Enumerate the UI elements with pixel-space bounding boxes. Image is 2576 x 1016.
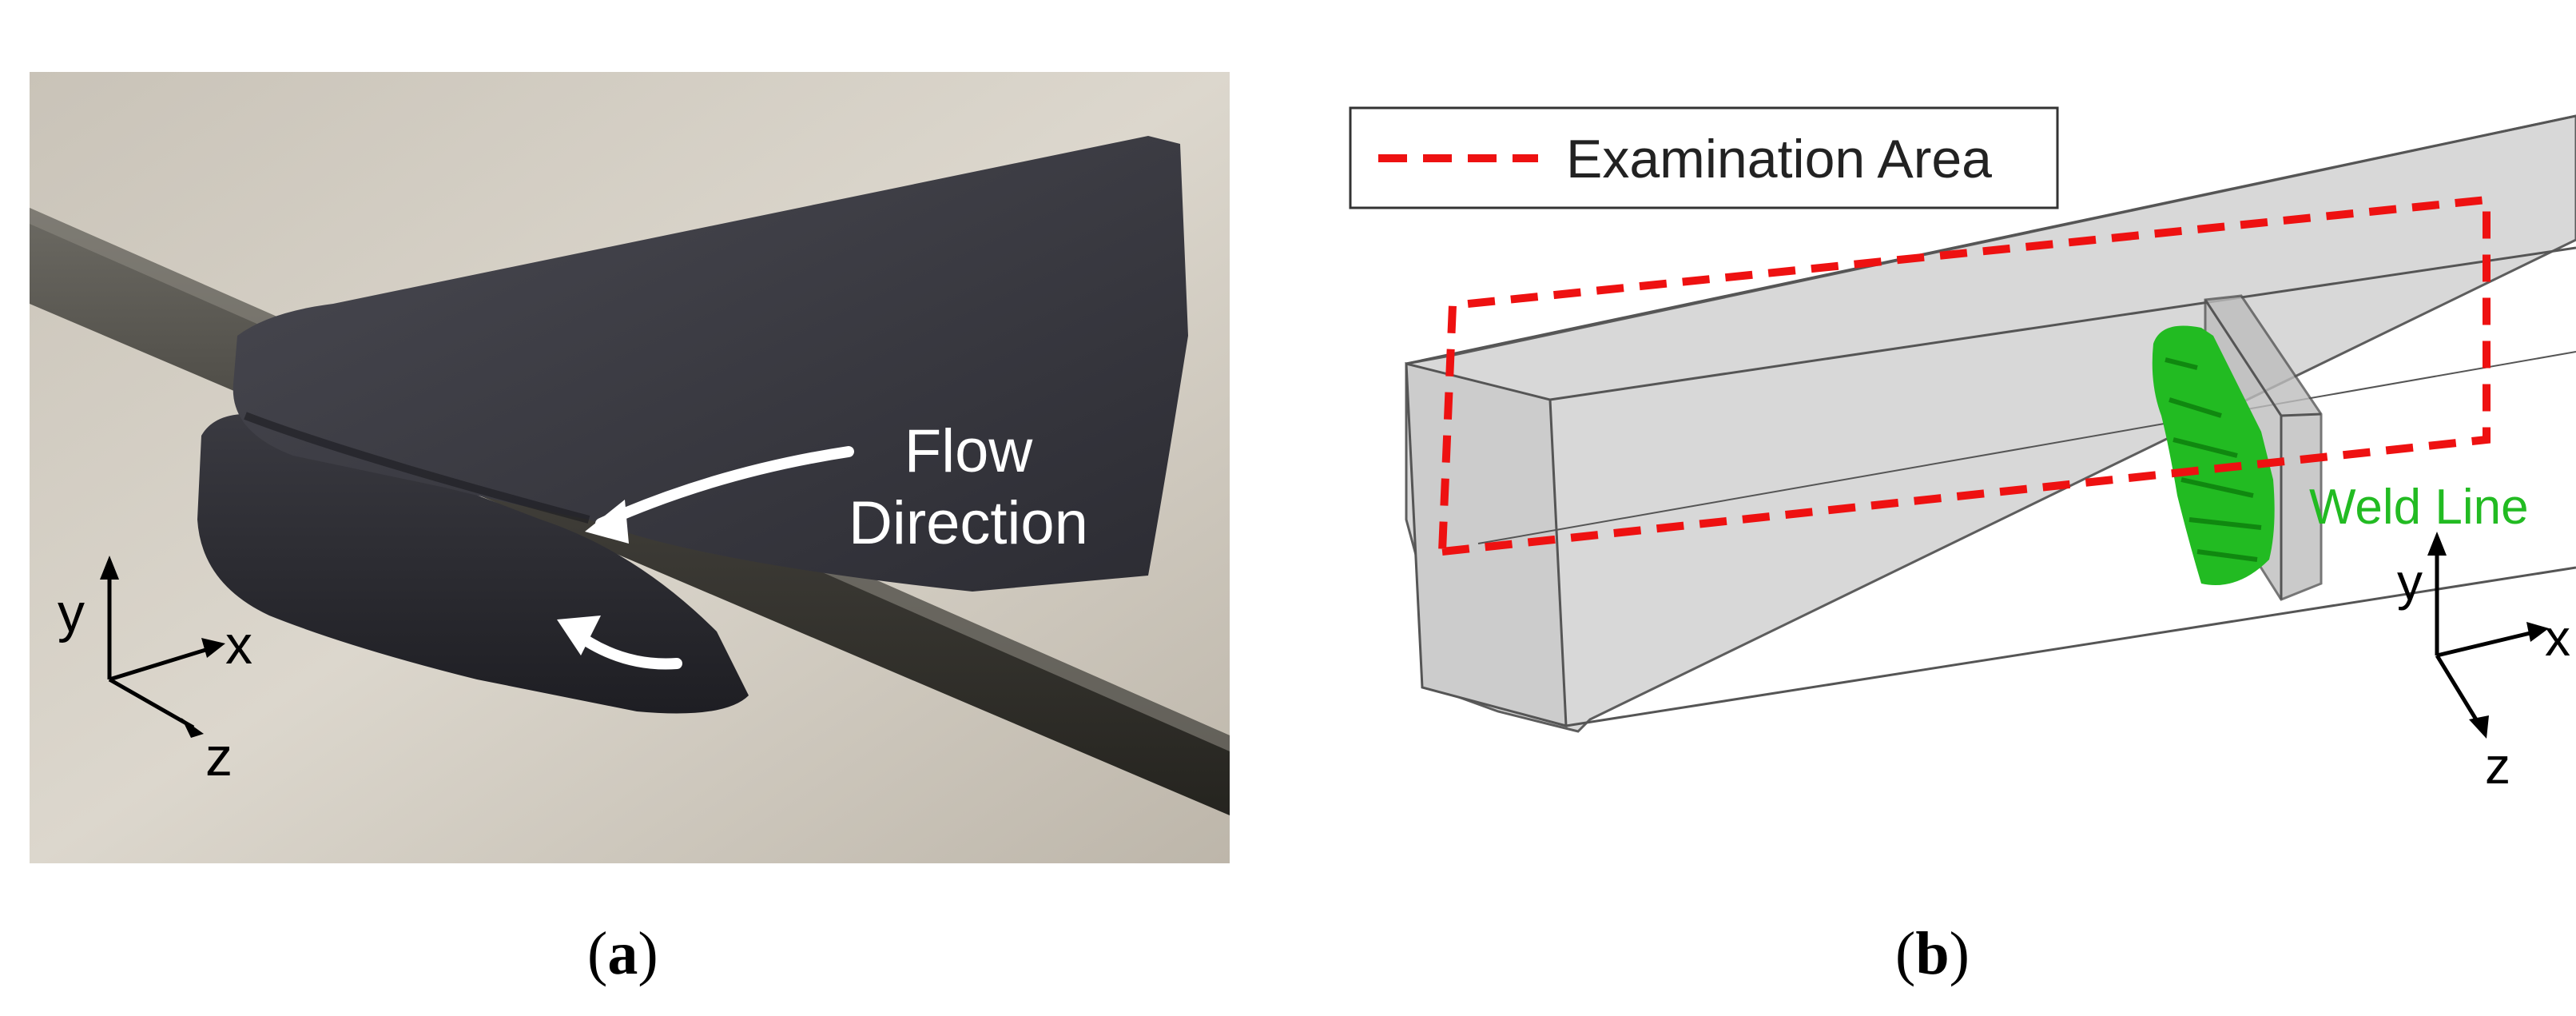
legend-box: Examination Area xyxy=(1349,106,2059,209)
flow-arrow-upper xyxy=(595,446,854,529)
simulation-illustration: Examination Area Weld Line xyxy=(1349,106,2576,795)
weld-line-label: Weld Line xyxy=(2309,480,2529,535)
axis-label-y-b: y xyxy=(2397,553,2423,611)
flow-label-line1: Flow xyxy=(904,417,1034,485)
panel-b-diagram: Examination Area Weld Line xyxy=(1294,80,2576,879)
upper-felt-layer xyxy=(233,136,1189,592)
legend-label: Examination Area xyxy=(1566,129,1992,189)
caption-b: (b) xyxy=(1895,920,1970,987)
axis-label-z: z xyxy=(205,727,233,787)
axis-label-x: x xyxy=(225,615,252,675)
caption-a: (a) xyxy=(587,920,658,987)
axis-label-z-b: z xyxy=(2485,737,2510,795)
flow-label-line2: Direction xyxy=(849,489,1088,557)
weld-line-region xyxy=(2152,325,2275,585)
axis-triad-a xyxy=(107,568,214,730)
lower-felt-layer xyxy=(197,413,749,714)
caption-a-letter: a xyxy=(607,920,638,987)
panel-a-photo: Flow Direction y x z xyxy=(30,72,1230,863)
axis-label-x-b: x xyxy=(2545,609,2570,667)
photo-illustration: Flow Direction y x z xyxy=(30,72,1230,863)
caption-b-letter: b xyxy=(1915,920,1950,987)
axis-label-y: y xyxy=(58,583,85,643)
examination-area-outline xyxy=(1437,195,2491,556)
